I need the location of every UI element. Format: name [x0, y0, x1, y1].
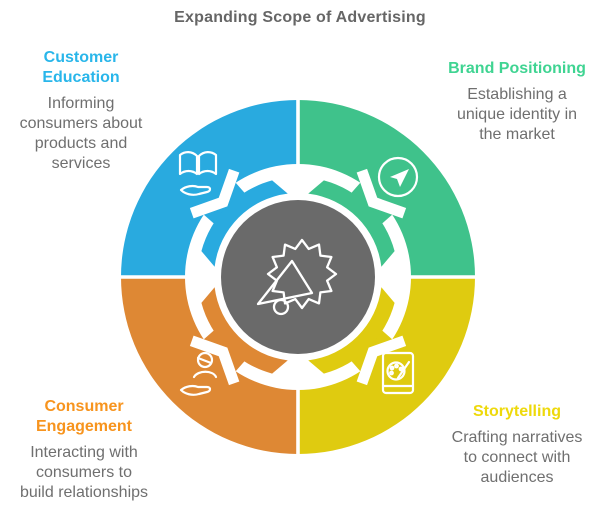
arrow-consumer-engagement: [183, 287, 288, 392]
megaphone-mouth: [272, 298, 290, 316]
label-consumer-engagement-description: Interacting with consumers to build rela…: [19, 444, 149, 501]
label-customer-education-description: Informing consumers about products and s…: [19, 95, 143, 172]
label-brand-positioning: Brand Positioning Establishing a unique …: [432, 59, 600, 145]
arrow-notch: [356, 335, 407, 386]
label-brand-positioning-description: Establishing a unique identity in the ma…: [456, 86, 578, 143]
page-title: Expanding Scope of Advertising: [174, 9, 426, 26]
person-over-hand-icon: [179, 351, 218, 396]
label-consumer-engagement: Consumer Engagement Interacting with con…: [4, 397, 164, 503]
label-customer-education: Customer Education Informing consumers a…: [2, 48, 160, 174]
arrow-customer-education: [183, 162, 288, 267]
megaphone-burst-icon: [256, 238, 338, 316]
arrow-storytelling: [308, 287, 413, 392]
book-over-hand-icon: [178, 151, 218, 196]
arrow-notch: [356, 168, 407, 219]
center-circle: [221, 200, 375, 354]
label-storytelling-description: Crafting narratives to connect with audi…: [451, 429, 583, 486]
megaphone-cone: [256, 259, 314, 306]
label-storytelling: Storytelling Crafting narratives to conn…: [432, 402, 600, 488]
label-storytelling-heading: Storytelling: [472, 403, 561, 420]
arrow-brand-positioning: [308, 162, 413, 267]
label-brand-positioning-heading: Brand Positioning: [448, 60, 586, 77]
label-customer-education-heading: Customer Education: [42, 49, 120, 86]
arrow-notch: [189, 335, 240, 386]
storybook-palette-icon: [381, 351, 415, 395]
arrow-notch: [189, 168, 240, 219]
send-icon: [377, 156, 419, 198]
label-consumer-engagement-heading: Consumer Engagement: [35, 398, 132, 435]
starburst-outline: [266, 238, 338, 310]
